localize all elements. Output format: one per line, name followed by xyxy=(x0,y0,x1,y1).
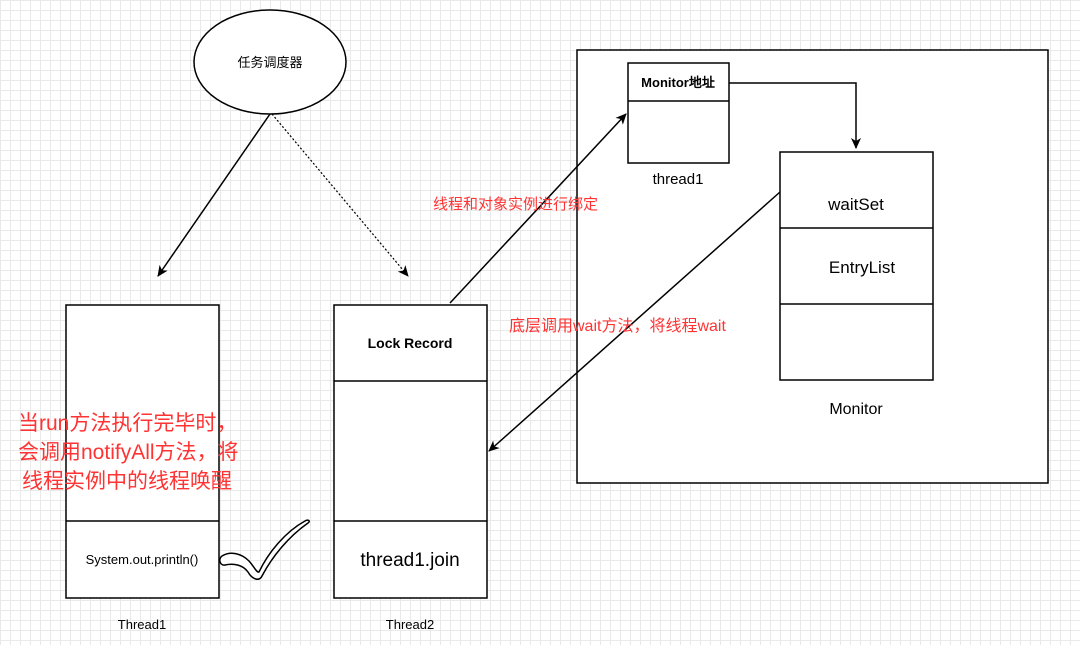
thread1-box[interactable]: System.out.println() xyxy=(65,304,220,599)
thread1-note-line2: 会调用notifyAll方法，将 xyxy=(18,441,239,464)
wait-annotation: 底层调用wait方法，将线程wait xyxy=(509,317,726,335)
thread2-box[interactable]: Lock Record thread1.join xyxy=(333,304,488,599)
bind-annotation: 线程和对象实例进行绑定 xyxy=(433,196,598,213)
monitor-row-waitset: waitSet xyxy=(827,195,884,214)
thread1-method-label: System.out.println() xyxy=(86,552,199,567)
thread1-object-caption: thread1 xyxy=(653,171,704,188)
monitor-caption: Monitor xyxy=(829,401,883,418)
scheduler-node[interactable]: 任务调度器 xyxy=(193,9,347,115)
thread2-to-address-arrow xyxy=(449,113,627,304)
scheduler-to-thread1-arrow xyxy=(157,113,271,277)
scheduler-to-thread2-arrow xyxy=(271,113,409,277)
monitor-address-label: Monitor地址 xyxy=(641,75,715,90)
lock-record-label: Lock Record xyxy=(368,335,453,351)
thread1-caption: Thread1 xyxy=(118,617,166,632)
address-to-monitor-arrow xyxy=(729,82,861,149)
monitor-row-entrylist: EntryList xyxy=(829,258,895,277)
thread2-caption: Thread2 xyxy=(386,617,434,632)
checkmark-icon xyxy=(219,519,310,580)
monitor-box[interactable]: waitSet EntryList xyxy=(779,151,934,381)
monitor-address-box[interactable]: Monitor地址 xyxy=(627,62,730,164)
thread1-note-line1: 当run方法执行完毕时， xyxy=(18,412,237,435)
thread2-method-label: thread1.join xyxy=(360,550,459,571)
monitor-to-thread2-arrow xyxy=(488,191,781,452)
thread1-note-line3: 线程实例中的线程唤醒 xyxy=(22,470,232,493)
scheduler-label: 任务调度器 xyxy=(237,55,302,70)
